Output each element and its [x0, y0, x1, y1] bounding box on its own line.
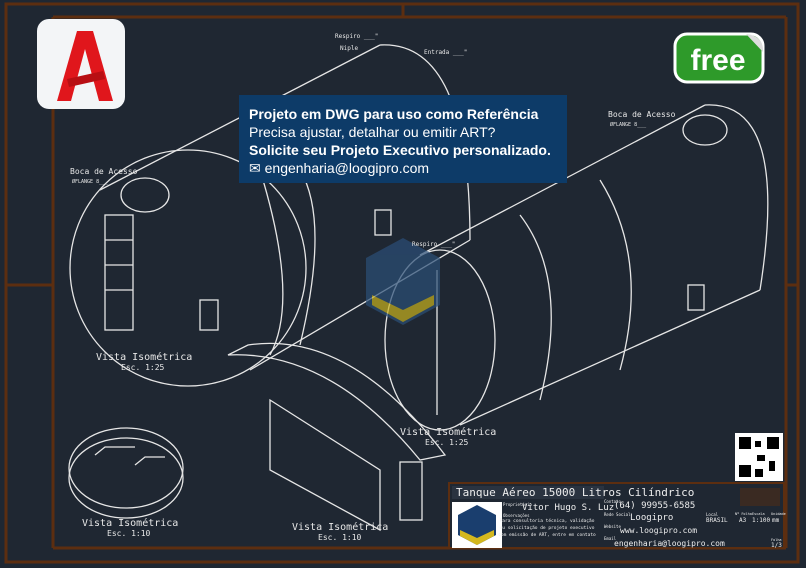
tb-website[interactable]: www.loogipro.com: [620, 526, 698, 535]
tb-contato: (64) 99955-6585: [614, 501, 696, 511]
tb-contato-label: Contato: [604, 499, 621, 504]
label-respiro: Respiro ___": [335, 33, 378, 40]
tb-rede-social-label: Rede Social: [604, 512, 631, 517]
tb-email-label: Email: [604, 536, 617, 541]
tb-observacoes: Para consultoria técnica, validação ou s…: [498, 519, 596, 538]
tb-folha-label: Nº Folha: [735, 512, 752, 516]
view4-scale: Esc. 1:10: [318, 533, 362, 542]
watermark-logo: [366, 238, 440, 325]
tb-rede-social: Loogipro: [630, 513, 674, 523]
promo-line1: Projeto em DWG para uso como Referência: [249, 106, 539, 122]
saddle-detail: [227, 342, 447, 532]
label-boca-acesso-1: Boca de Acesso: [70, 167, 138, 176]
promo-line2: Precisa ajustar, detalhar ou emitir ART?: [249, 124, 496, 140]
tb-local: BRASIL: [706, 517, 728, 524]
tb-local-label: Local: [706, 512, 719, 517]
tb-observacoes-label: Observações: [503, 513, 530, 518]
tb-pagina-label: Folha: [771, 538, 782, 542]
label-niple: Niple: [340, 45, 358, 52]
free-badge: free: [672, 30, 768, 86]
tb-folha-size: A3: [739, 517, 747, 524]
view4-title: Vista Isométrica: [292, 521, 388, 533]
promo-banner: Projeto em DWG para uso como Referência …: [239, 95, 567, 183]
view3-title: Vista Isométrica: [82, 517, 178, 529]
view2-scale: Esc. 1:25: [425, 438, 469, 447]
view1-title: Vista Isométrica: [96, 351, 192, 363]
tb-email[interactable]: engenharia@loogipro.com: [614, 539, 725, 548]
tb-escala: 1:100: [752, 517, 771, 524]
autocad-logo: [37, 19, 125, 109]
tb-title: Tanque Aéreo 15000 Litros Cilíndrico: [456, 486, 695, 499]
tb-pagina: 1/3: [771, 542, 782, 549]
label-boca-acesso-2: Boca de Acesso: [608, 110, 676, 119]
tb-unidade-label: Unidade: [771, 512, 786, 516]
label-flange-1: ØFLANGE 8___: [72, 178, 109, 185]
tb-proprietario: Vitor Hugo S. Luz: [522, 503, 615, 513]
view2-title: Vista Isométrica: [400, 426, 496, 438]
envelope-icon: ✉: [249, 160, 261, 176]
promo-email[interactable]: engenharia@loogipro.com: [264, 160, 430, 176]
promo-line3: Solicite seu Projeto Executivo personali…: [249, 142, 551, 158]
tb-escala-label: Escala: [752, 512, 765, 516]
qr-code[interactable]: [735, 433, 783, 481]
label-flange-2: ØFLANGE 8___: [610, 121, 647, 128]
svg-text:free: free: [690, 44, 745, 77]
manhole-detail: [68, 427, 184, 519]
view3-scale: Esc. 1:10: [107, 529, 151, 538]
title-block-frame: [448, 482, 785, 549]
label-entrada: Entrada ___": [424, 49, 467, 56]
tb-proprietario-label: Proprietário: [503, 502, 532, 507]
tb-website-label: Website: [604, 524, 621, 529]
tb-unidade: mm: [772, 517, 780, 524]
label-respiro-2: Respiro ___": [412, 241, 455, 248]
view1-scale: Esc. 1:25: [121, 363, 165, 372]
